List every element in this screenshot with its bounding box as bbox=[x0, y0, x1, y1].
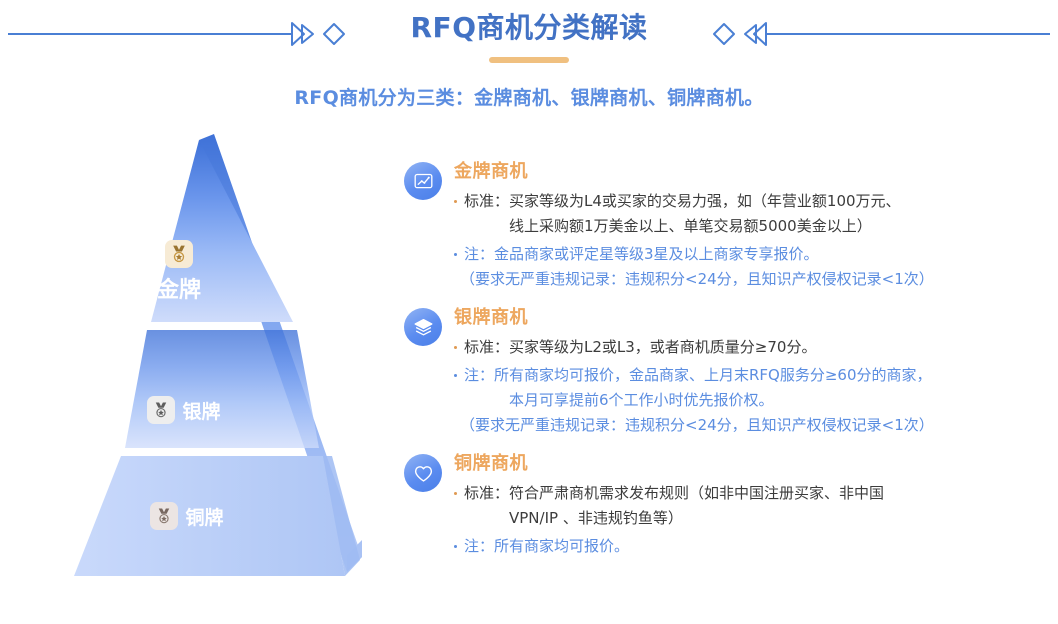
sections-list: 金牌商机 标准：买家等级为L4或买家的交易力强，如（年营业额100万元、 线上采… bbox=[404, 160, 1050, 559]
pyramid-tier-gold: 金牌 bbox=[62, 240, 296, 304]
section-bronze-line-0: 标准：符合严肃商机需求发布规则（如非中国注册买家、非中国 bbox=[454, 481, 1050, 506]
heart-icon bbox=[404, 454, 442, 492]
bronze-medal-icon bbox=[150, 502, 179, 530]
section-bronze-line-2: 注：所有商家均可报价。 bbox=[454, 534, 1050, 559]
subtitle: RFQ商机分为三类：金牌商机、银牌商机、铜牌商机。 bbox=[294, 87, 764, 109]
header-rule-left bbox=[8, 33, 280, 35]
section-silver-line-1: 注：所有商家均可报价，金品商家、上月末RFQ服务分≥60分的商家， bbox=[454, 363, 1050, 388]
section-silver: 银牌商机 标准：买家等级为L2或L3，或者商机质量分≥70分。 注：所有商家均可… bbox=[404, 306, 1050, 438]
section-bronze: 铜牌商机 标准：符合严肃商机需求发布规则（如非中国注册买家、非中国 VPN/IP… bbox=[404, 452, 1050, 559]
pyramid-tier-bronze-label: 铜牌 bbox=[185, 506, 224, 529]
section-bronze-line-1: VPN/IP 、非违规钓鱼等） bbox=[509, 509, 683, 527]
section-silver-line-3: （要求无严重违规记录：违规积分<24分，且知识产权侵权记录<1次） bbox=[460, 416, 934, 434]
pyramid-tier-gold-label: 金牌 bbox=[156, 278, 201, 303]
section-gold-body: 金牌商机 标准：买家等级为L4或买家的交易力强，如（年营业额100万元、 线上采… bbox=[404, 160, 1050, 292]
pyramid-diagram: 金牌 银牌 铜牌 bbox=[62, 132, 392, 612]
section-silver-body: 银牌商机 标准：买家等级为L2或L3，或者商机质量分≥70分。 注：所有商家均可… bbox=[404, 306, 1050, 438]
section-bronze-body: 铜牌商机 标准：符合严肃商机需求发布规则（如非中国注册买家、非中国 VPN/IP… bbox=[404, 452, 1050, 559]
section-gold-line-2: 注：金品商家或评定星等级3星及以上商家专享报价。 bbox=[454, 242, 1050, 267]
page-title: RFQ商机分类解读 bbox=[410, 11, 648, 44]
gold-medal-icon bbox=[165, 240, 193, 268]
section-silver-line-0: 标准：买家等级为L2或L3，或者商机质量分≥70分。 bbox=[454, 335, 1050, 360]
double-chevron-diamond-ornament bbox=[278, 19, 350, 49]
section-silver-heading: 银牌商机 bbox=[454, 307, 528, 328]
pyramid-graphic bbox=[74, 134, 362, 576]
section-gold-line-3: （要求无严重违规记录：违规积分<24分，且知识产权侵权记录<1次） bbox=[460, 270, 934, 288]
pyramid-tier-bronze: 铜牌 bbox=[62, 502, 312, 530]
section-bronze-heading: 铜牌商机 bbox=[454, 453, 528, 474]
section-gold-line-0: 标准：买家等级为L4或买家的交易力强，如（年营业额100万元、 bbox=[454, 189, 1050, 214]
silver-medal-icon bbox=[147, 396, 176, 424]
section-gold-line-1: 线上采购额1万美金以上、单笔交易额5000美金以上） bbox=[509, 217, 872, 235]
layers-stack-icon bbox=[404, 308, 442, 346]
header-rule-right bbox=[778, 33, 1050, 35]
section-gold: 金牌商机 标准：买家等级为L4或买家的交易力强，如（年营业额100万元、 线上采… bbox=[404, 160, 1050, 292]
page-header: RFQ商机分类解读 bbox=[0, 0, 1058, 72]
section-gold-heading: 金牌商机 bbox=[454, 161, 528, 182]
pyramid-tier-silver-label: 银牌 bbox=[182, 400, 221, 423]
pyramid-tier-silver: 银牌 bbox=[62, 396, 306, 424]
title-underline bbox=[489, 57, 569, 63]
diamond-double-chevron-ornament bbox=[708, 19, 780, 49]
section-silver-line-2: 本月可享提前6个工作小时优先报价权。 bbox=[509, 391, 774, 409]
chart-analytics-icon bbox=[404, 162, 442, 200]
